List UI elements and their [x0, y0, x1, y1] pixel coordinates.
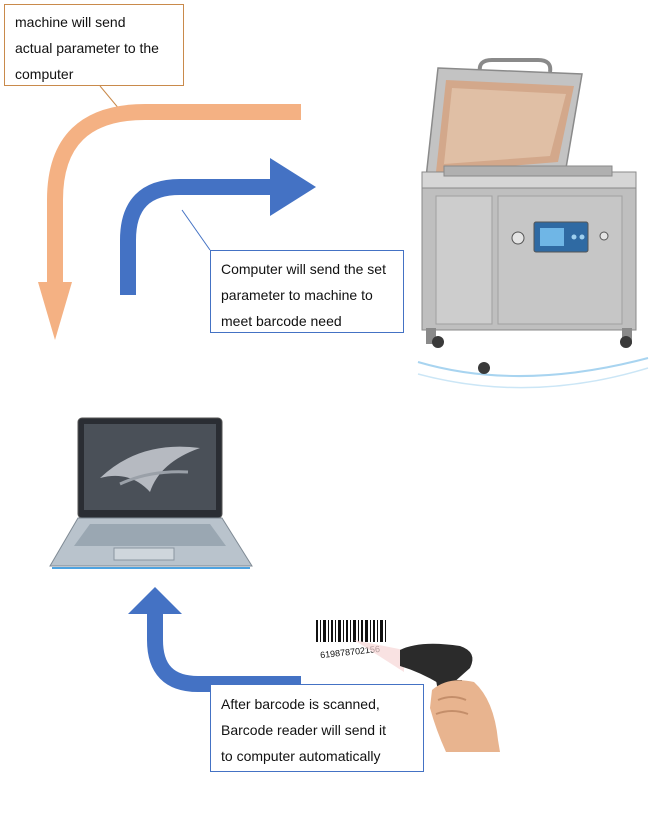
callout-text-line: machine will send	[15, 14, 126, 30]
callout-text-line: Computer will send the set	[221, 261, 386, 277]
orange-arrow	[38, 104, 301, 340]
callout-text-line: meet barcode need	[221, 313, 342, 329]
callout-text-line: parameter to machine to	[221, 287, 373, 303]
callout-text-line: computer	[15, 66, 74, 82]
blue-arrow-to-machine	[120, 158, 316, 295]
laptop-computer-icon	[49, 417, 253, 569]
leader-line-top	[99, 85, 121, 111]
barcode-scanner-icon	[354, 640, 500, 752]
blue-arrow-to-laptop	[128, 587, 301, 692]
vacuum-sealer-machine-icon	[417, 58, 649, 389]
callout-machine-to-computer: machine will send actual parameter to th…	[4, 4, 184, 86]
leader-line-middle	[181, 209, 211, 251]
callout-text-line: actual parameter to the	[15, 40, 159, 56]
callout-computer-to-machine: Computer will send the set parameter to …	[210, 250, 404, 333]
callout-barcode-to-computer: After barcode is scanned, Barcode reader…	[210, 684, 424, 772]
callout-text-line: Barcode reader will send it	[221, 722, 386, 738]
callout-text-line: After barcode is scanned,	[221, 696, 380, 712]
callout-text-line: to computer automatically	[221, 748, 381, 764]
